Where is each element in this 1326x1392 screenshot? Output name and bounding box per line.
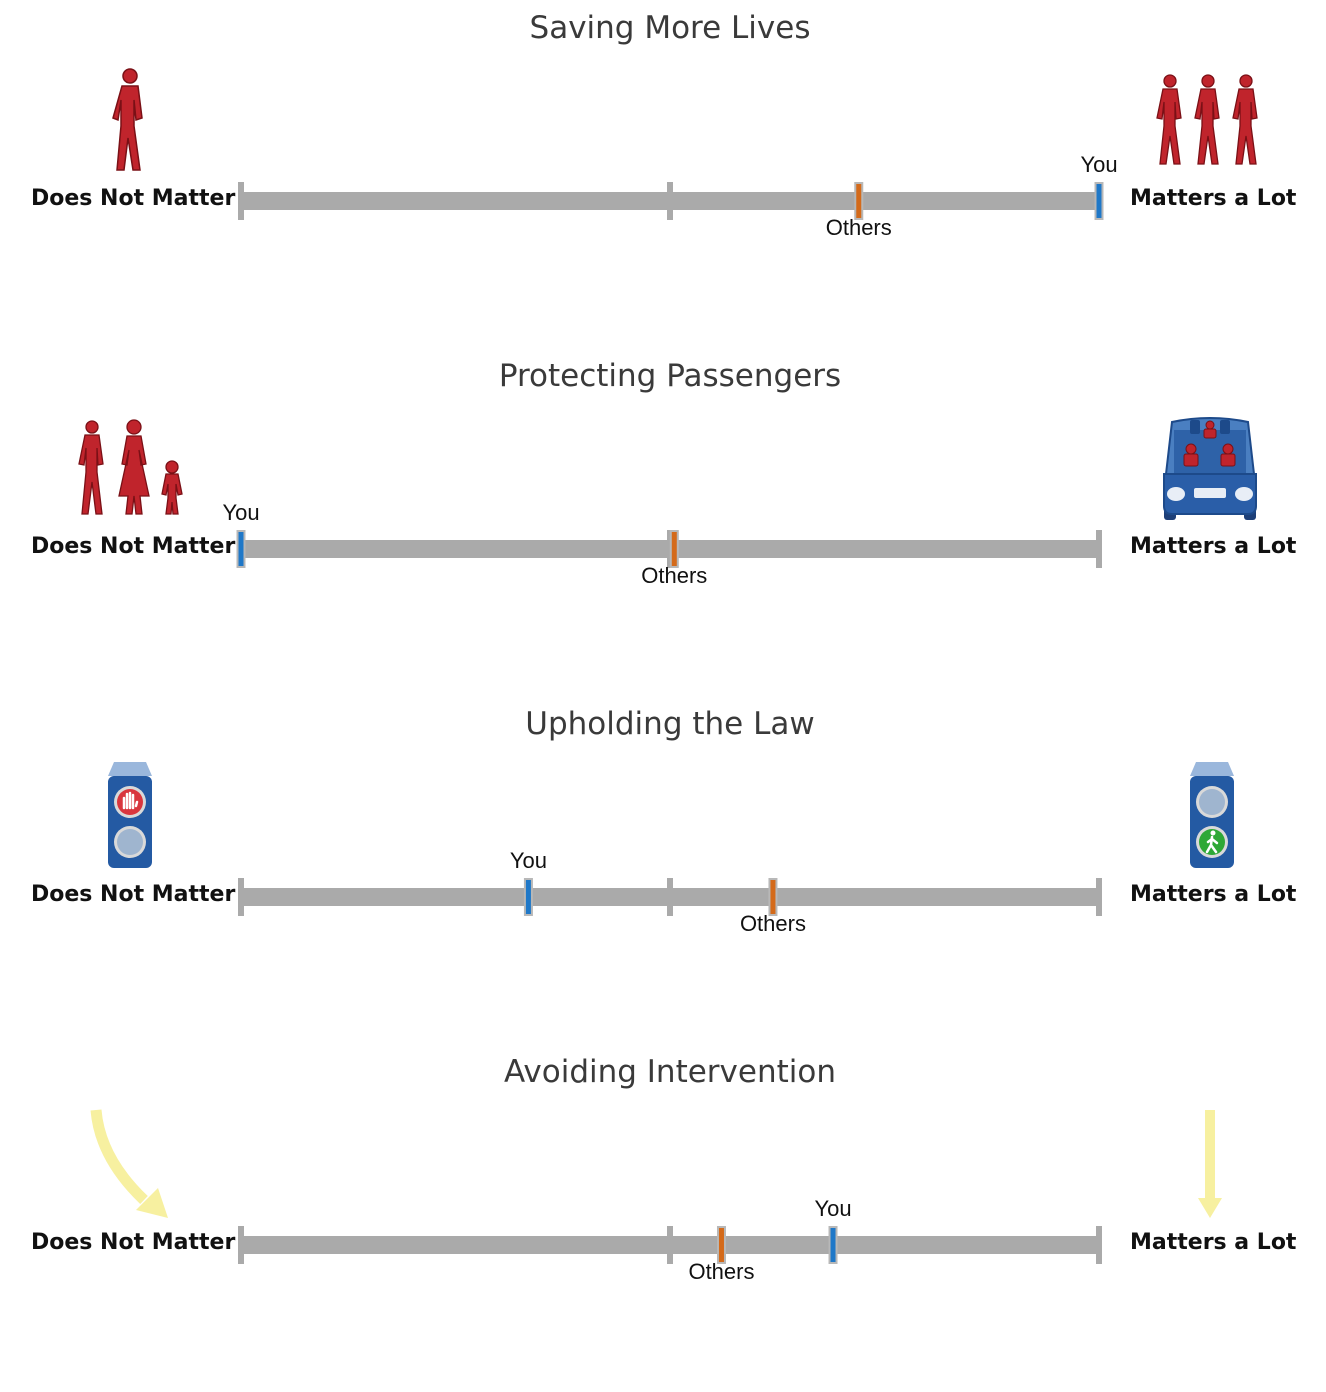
stop-signal-icon (108, 762, 152, 868)
others-marker-label: Others (688, 1259, 755, 1284)
section-title: Upholding the Law (525, 706, 815, 742)
others-marker-label: Others (739, 911, 806, 936)
three-people-icon (1156, 74, 1258, 165)
others-marker-label: Others (825, 215, 892, 240)
section-title: Protecting Passengers (498, 358, 842, 394)
scale-min-label: Does Not Matter (31, 882, 236, 907)
scale-section-saving-more-lives: Saving More Lives Does Not Matter Matter… (0, 0, 1326, 348)
you-marker (830, 1228, 836, 1262)
you-marker (1096, 184, 1102, 218)
scale-max-label: Matters a Lot (1130, 1230, 1297, 1255)
section-title: Avoiding Intervention (504, 1054, 836, 1090)
you-marker-label: You (1080, 152, 1118, 177)
scale-tick-max (1096, 1226, 1102, 1264)
others-marker (671, 532, 677, 566)
scale-tick-mid (667, 878, 673, 916)
you-marker (238, 532, 244, 566)
scale-tick-mid (667, 182, 673, 220)
scale-min-label: Does Not Matter (31, 186, 236, 211)
you-marker (525, 880, 531, 914)
others-marker-label: Others (641, 563, 708, 588)
car-passengers-icon (1163, 417, 1257, 520)
section-title: Saving More Lives (529, 10, 811, 46)
walk-signal-icon (1190, 762, 1234, 868)
others-marker (718, 1228, 724, 1262)
others-marker (770, 880, 776, 914)
straight-arrow-icon (1198, 1110, 1222, 1218)
scale-axis (236, 530, 1102, 568)
scale-tick-mid (667, 1226, 673, 1264)
scale-tick-min (238, 878, 244, 916)
you-marker-label: You (222, 500, 260, 525)
one-person-icon (112, 68, 143, 171)
scale-tick-max (1096, 878, 1102, 916)
scale-tick-max (1096, 530, 1102, 568)
scale-tick-min (238, 182, 244, 220)
scale-section-protecting-passengers: Protecting Passengers Does Not Matter Ma… (0, 348, 1326, 696)
scale-axis (238, 878, 1102, 916)
you-marker-label: You (814, 1196, 852, 1221)
others-marker (856, 184, 862, 218)
scale-section-avoiding-intervention: Avoiding Intervention Does Not Matter Ma… (0, 1044, 1326, 1392)
you-marker-label: You (509, 848, 547, 873)
scale-min-label: Does Not Matter (31, 1230, 236, 1255)
scale-axis (238, 182, 1104, 220)
scale-max-label: Matters a Lot (1130, 186, 1297, 211)
scale-max-label: Matters a Lot (1130, 534, 1297, 559)
scale-tick-min (238, 1226, 244, 1264)
swerve-arrow-icon (90, 1109, 168, 1218)
scale-max-label: Matters a Lot (1130, 882, 1297, 907)
scale-axis (238, 1226, 1102, 1264)
scale-section-upholding-the-law: Upholding the Law Does Not Matter Matter… (0, 696, 1326, 1044)
scale-min-label: Does Not Matter (31, 534, 236, 559)
pedestrians-icon (78, 419, 183, 515)
